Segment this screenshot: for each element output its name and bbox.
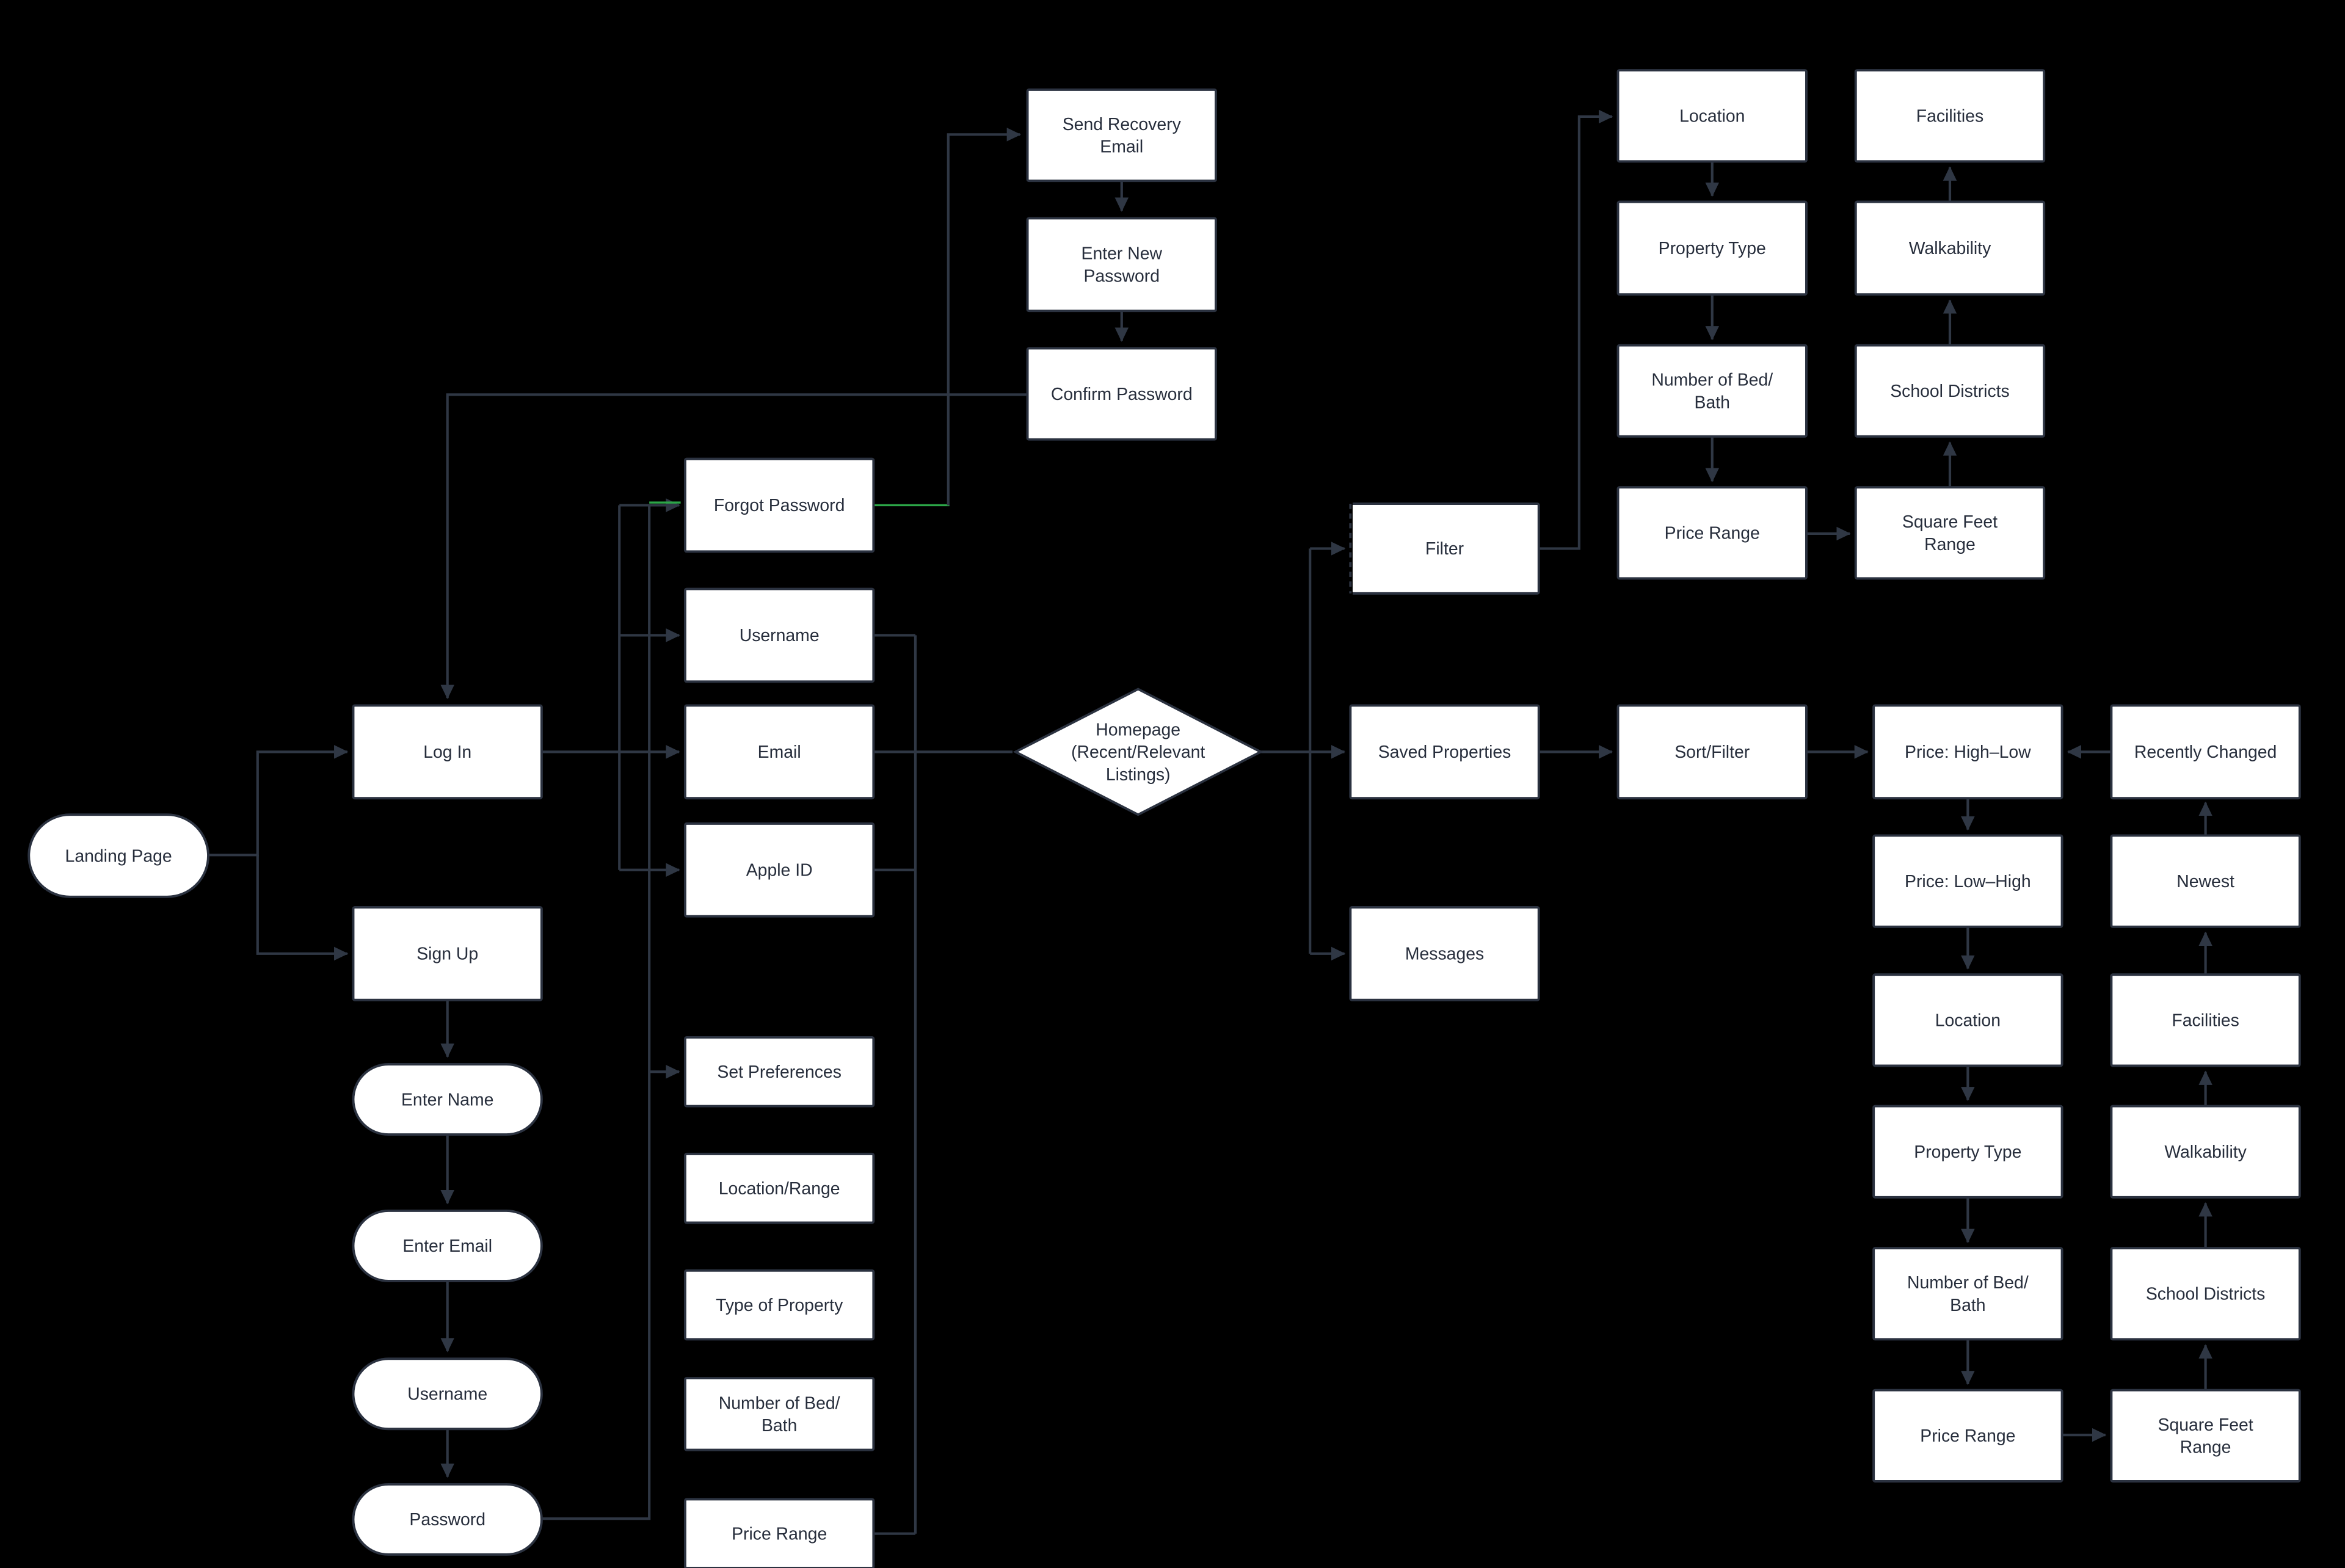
- rect-shape: [2110, 973, 2301, 1067]
- node-walkability-sort[interactable]: Walkability: [2110, 1105, 2301, 1199]
- diamond-shape: [1013, 688, 1263, 816]
- edge-filter-to-location[interactable]: [1538, 109, 1613, 550]
- node-sign-up[interactable]: Sign Up: [352, 906, 543, 1001]
- node-price-range-pref[interactable]: Price Range: [683, 1498, 875, 1568]
- node-num-bed-bath-filter[interactable]: Number of Bed/Bath: [1616, 344, 1808, 438]
- rect-shape: [1872, 704, 2063, 800]
- rect-shape: [683, 1036, 875, 1108]
- node-school-districts-sort[interactable]: School Districts: [2110, 1247, 2301, 1341]
- node-location-sort[interactable]: Location: [1872, 973, 2063, 1067]
- stadium-shape: [352, 1357, 543, 1431]
- node-email-login[interactable]: Email: [683, 704, 875, 800]
- rect-shape: [683, 587, 875, 683]
- node-apple-id[interactable]: Apple ID: [683, 822, 875, 918]
- rect-shape: [683, 457, 875, 553]
- rect-shape: [683, 822, 875, 918]
- rect-shape: [1349, 503, 1540, 595]
- node-walkability-filter[interactable]: Walkability: [1854, 200, 2046, 296]
- rect-shape: [683, 1498, 875, 1568]
- node-location-filter[interactable]: Location: [1616, 69, 1808, 163]
- edge-landing-to-signup[interactable]: [256, 855, 349, 961]
- rect-shape: [1349, 906, 1540, 1001]
- rect-shape: [1854, 486, 2046, 580]
- rect-shape: [1872, 1388, 2063, 1483]
- stadium-shape: [352, 1209, 543, 1282]
- rect-shape: [1872, 1247, 2063, 1341]
- edge-password-trunk[interactable]: [541, 505, 651, 1520]
- node-messages[interactable]: Messages: [1349, 906, 1540, 1001]
- rect-shape: [1616, 200, 1808, 296]
- node-price-range-sort[interactable]: Price Range: [1872, 1388, 2063, 1483]
- rect-shape: [683, 704, 875, 800]
- edge-forgot-to-recovery[interactable]: [947, 128, 1021, 506]
- node-confirm-password[interactable]: Confirm Password: [1026, 347, 1217, 441]
- node-log-in[interactable]: Log In: [352, 704, 543, 800]
- rect-shape: [1026, 217, 1217, 313]
- rect-shape: [1616, 69, 1808, 163]
- stadium-shape: [352, 1483, 543, 1556]
- rect-shape: [1616, 704, 1808, 800]
- rect-shape: [683, 1152, 875, 1224]
- rect-shape: [1872, 973, 2063, 1067]
- rect-shape: [2110, 1105, 2301, 1199]
- node-num-bed-bath-sort[interactable]: Number of Bed/Bath: [1872, 1247, 2063, 1341]
- node-property-type-sort[interactable]: Property Type: [1872, 1105, 2063, 1199]
- rect-shape: [2110, 1388, 2301, 1483]
- rect-shape: [1854, 200, 2046, 296]
- node-filter[interactable]: Filter: [1348, 502, 1540, 595]
- rect-shape: [2110, 1247, 2301, 1341]
- node-location-range[interactable]: Location/Range: [683, 1152, 875, 1224]
- node-set-preferences[interactable]: Set Preferences: [683, 1036, 875, 1108]
- rect-shape: [1854, 344, 2046, 438]
- node-price-range-filter[interactable]: Price Range: [1616, 486, 1808, 580]
- node-newest[interactable]: Newest: [2110, 834, 2301, 928]
- rect-shape: [1349, 704, 1540, 800]
- rect-shape: [1616, 344, 1808, 438]
- edge-confirm-to-login[interactable]: [440, 393, 1028, 699]
- rect-shape: [1872, 1105, 2063, 1199]
- node-sort-filter[interactable]: Sort/Filter: [1616, 704, 1808, 800]
- rect-shape: [1616, 486, 1808, 580]
- node-school-districts-filter[interactable]: School Districts: [1854, 344, 2046, 438]
- node-price-low-high[interactable]: Price: Low–High: [1872, 834, 2063, 928]
- node-enter-email[interactable]: Enter Email: [352, 1209, 543, 1282]
- node-username-step[interactable]: Username: [352, 1357, 543, 1431]
- node-saved-properties[interactable]: Saved Properties: [1349, 704, 1540, 800]
- node-enter-name[interactable]: Enter Name: [352, 1063, 543, 1136]
- node-facilities-sort[interactable]: Facilities: [2110, 973, 2301, 1067]
- rect-shape: [683, 1269, 875, 1341]
- node-forgot-password[interactable]: Forgot Password: [683, 457, 875, 553]
- rect-shape: [352, 704, 543, 800]
- node-price-high-low[interactable]: Price: High–Low: [1872, 704, 2063, 800]
- stadium-shape: [352, 1063, 543, 1136]
- node-num-bed-bath-pref[interactable]: Number of Bed/Bath: [683, 1377, 875, 1451]
- edge-landing-to-login[interactable]: [208, 745, 349, 857]
- rect-shape: [683, 1377, 875, 1451]
- stadium-shape: [27, 813, 209, 898]
- rect-shape: [1854, 69, 2046, 163]
- node-recently-changed[interactable]: Recently Changed: [2110, 704, 2301, 800]
- rect-shape: [352, 906, 543, 1001]
- node-property-type-filter[interactable]: Property Type: [1616, 200, 1808, 296]
- rect-shape: [1026, 88, 1217, 183]
- rect-shape: [1026, 347, 1217, 441]
- rect-shape: [2110, 704, 2301, 800]
- rect-shape: [1872, 834, 2063, 928]
- node-facilities-filter[interactable]: Facilities: [1854, 69, 2046, 163]
- node-username-login[interactable]: Username: [683, 587, 875, 683]
- node-landing-page[interactable]: Landing Page: [27, 813, 209, 898]
- node-password-step[interactable]: Password: [352, 1483, 543, 1556]
- rect-shape: [2110, 834, 2301, 928]
- node-type-of-property[interactable]: Type of Property: [683, 1269, 875, 1341]
